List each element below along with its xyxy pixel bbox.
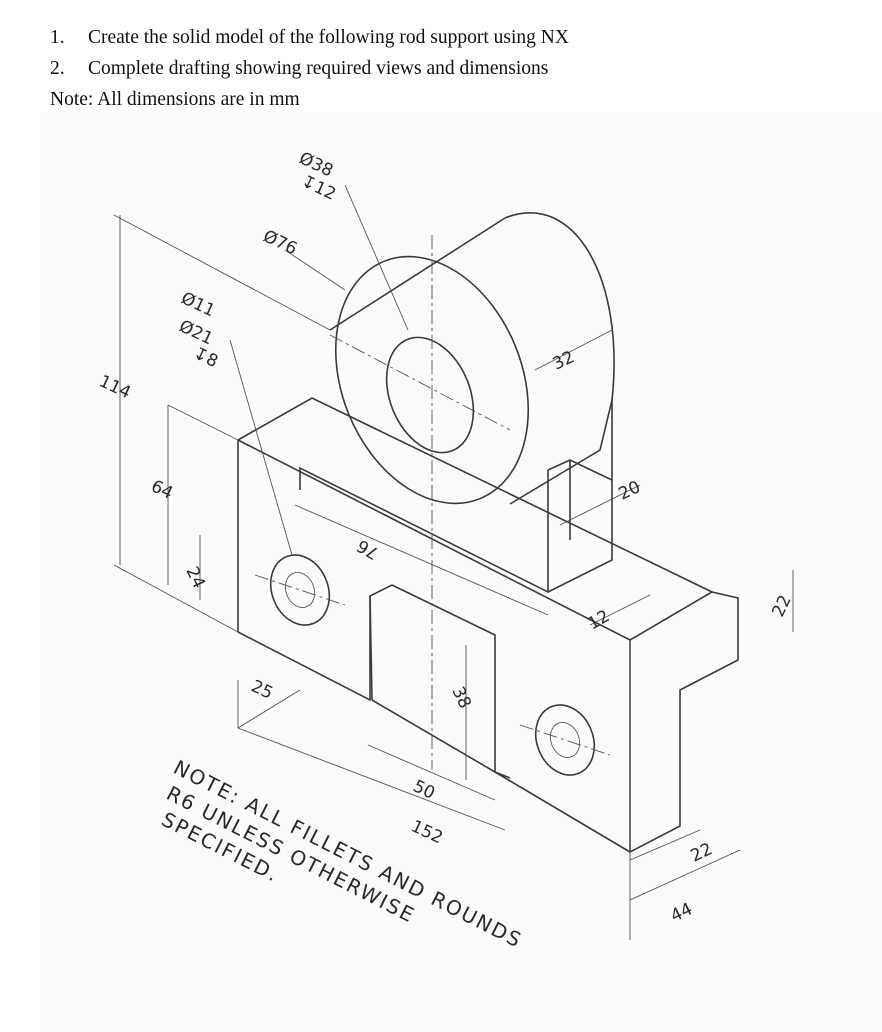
instruction-text: Complete drafting showing required views…: [88, 58, 549, 79]
instruction-list: 1. Create the solid model of the followi…: [50, 22, 569, 84]
instruction-text: Create the solid model of the following …: [88, 27, 569, 48]
hole-right: [534, 704, 596, 776]
hole-left: [269, 554, 331, 626]
upright-support: [299, 212, 615, 594]
isometric-drawing: Ø38 ↧12 Ø76 Ø11 Ø21 ↧8 114 64 24 25 76 3…: [0, 112, 882, 1032]
instructions: 1. Create the solid model of the followi…: [50, 22, 569, 115]
instruction-item: 2. Complete drafting showing required vi…: [50, 53, 569, 84]
instruction-number: 1.: [50, 27, 65, 48]
instruction-item: 1. Create the solid model of the followi…: [50, 22, 569, 53]
paper-background: [40, 112, 882, 1032]
rod-support-sketch: Ø38 ↧12 Ø76 Ø11 Ø21 ↧8 114 64 24 25 76 3…: [40, 112, 882, 1032]
dimension-lines: [113, 184, 794, 940]
center-lines: [254, 235, 611, 770]
units-note: Note: All dimensions are in mm: [50, 89, 300, 110]
instruction-number: 2.: [50, 58, 65, 79]
